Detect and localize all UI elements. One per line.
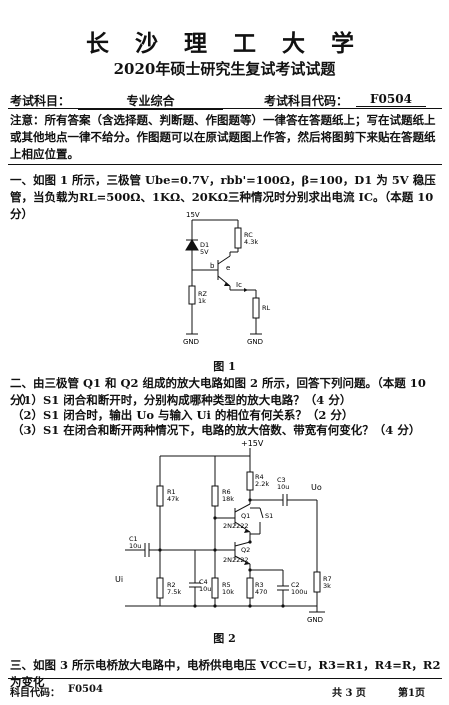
fig2-r5-label: R5 <box>222 581 231 589</box>
fig1-rz-value: 1k <box>198 297 206 305</box>
fig2-q2-type: 2N2222 <box>223 556 249 564</box>
fig2-q1-label: Q1 <box>241 512 250 520</box>
fig2-r4-label: R4 <box>255 473 264 481</box>
fig2-r6-label: R6 <box>222 488 231 496</box>
fig1-vcc-label: 15V <box>186 211 200 219</box>
fig2-r1-label: R1 <box>167 488 176 496</box>
footer-code-label: 科目代码： <box>10 688 60 699</box>
school-name: 长 沙 理 工 大 学 <box>85 30 364 57</box>
fig2-r2-label: R2 <box>167 581 176 589</box>
fig2-c2-value: 100u <box>291 588 308 596</box>
notice-text: 注意：所有答案（含选择题、判断题、作图题等）一律答在答题纸上；写在试题纸上或其他… <box>10 113 436 161</box>
subject-label: 考试科目： <box>10 94 71 108</box>
fig2-c1-value: 10u <box>129 542 141 550</box>
subject-value: 专业综合 <box>78 92 223 110</box>
question-1-text: 一、如图 1 所示，三极管 Ube=0.7V，rbb'=100Ω，β=100，D… <box>10 173 436 221</box>
fig1-rz-label: RZ <box>198 290 208 298</box>
footer-total-pages: 共 3 页 <box>332 688 366 699</box>
fig2-c4-label: C4 <box>199 578 208 586</box>
fig1-ic-label: Ic <box>236 281 242 289</box>
notice-divider <box>8 164 442 165</box>
fig2-c3-label: C3 <box>277 476 286 484</box>
fig1-rc-label: RC <box>244 231 253 239</box>
fig2-c2-label: C2 <box>291 581 300 589</box>
footer-divider <box>8 678 442 679</box>
fig2-gnd-label: GND <box>307 616 323 624</box>
fig2-r3-label: R3 <box>255 581 264 589</box>
fig2-r7-value: 3k <box>323 582 331 590</box>
question-2-item-3: （3）S1 在闭合和断开两种情况下，电路的放大倍数、带宽有何变化？（4 分） <box>12 423 421 437</box>
code-label: 考试科目代码： <box>264 94 349 108</box>
fig2-c4-value: 10u <box>199 585 211 593</box>
question-2-item-2: （2）S1 闭合时，输出 Uo 与输入 Ui 的相位有何关系？（2 分） <box>12 408 354 422</box>
fig2-r3-value: 470 <box>255 588 267 596</box>
figure-1-circuit: 15V D1 5V RC 4.3k b e Ic RZ 1k RL GND GN… <box>183 211 271 346</box>
figure-2-circuit: +15V R1 47k R6 18k R4 2.2k C3 10u Uo Q1 … <box>115 439 332 624</box>
fig2-r5-value: 10k <box>222 588 234 596</box>
fig1-d1-value: 5V <box>200 248 209 256</box>
fig2-r7-label: R7 <box>323 575 332 583</box>
exam-title: 2020年硕士研究生复试考试试题 <box>113 60 336 78</box>
fig2-c1-label: C1 <box>129 535 138 543</box>
fig2-r1-value: 47k <box>167 495 179 503</box>
fig2-r4-value: 2.2k <box>255 480 269 488</box>
question-2-intro: 二、由三极管 Q1 和 Q2 组成的放大电路如图 2 所示，回答下列问题。（本题… <box>10 376 426 407</box>
fig1-d1-label: D1 <box>200 241 209 249</box>
footer-page-number: 第1页 <box>398 688 425 699</box>
fig2-s1-label: S1 <box>265 512 273 520</box>
fig2-vcc-label: +15V <box>241 439 264 448</box>
footer-code-value: F0504 <box>68 684 103 695</box>
fig1-b-label: b <box>210 262 215 270</box>
code-value: F0504 <box>356 92 426 107</box>
fig2-q2-label: Q2 <box>241 546 250 554</box>
fig1-e-label: e <box>226 264 230 272</box>
fig2-c3-value: 10u <box>277 483 289 491</box>
fig1-rc-value: 4.3k <box>244 238 258 246</box>
fig2-q1-type: 2N2222 <box>223 522 249 530</box>
fig2-ui-label: Ui <box>115 575 123 584</box>
fig2-uo-label: Uo <box>311 483 322 492</box>
fig1-rl-label: RL <box>262 304 271 312</box>
header-divider <box>8 108 442 109</box>
fig1-gnd1-label: GND <box>183 338 199 346</box>
fig2-r6-value: 18k <box>222 495 234 503</box>
fig1-gnd2-label: GND <box>247 338 263 346</box>
figure-1-caption: 图 1 <box>213 360 236 373</box>
figure-2-caption: 图 2 <box>213 632 236 645</box>
question-2-item-1: （1）S1 闭合和断开时，分别构成哪种类型的放大电路？（4 分） <box>12 393 352 407</box>
fig2-r2-value: 7.5k <box>167 588 181 596</box>
